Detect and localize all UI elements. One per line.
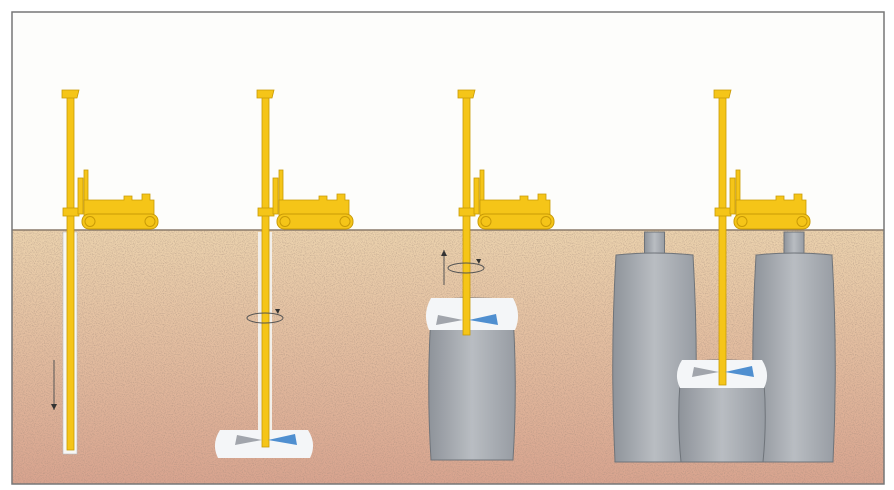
track-wheel	[540, 216, 552, 227]
jet-stream-back	[692, 367, 719, 377]
crawler-track	[276, 213, 354, 230]
mast-support	[473, 177, 480, 215]
mast-support	[77, 177, 84, 215]
up-arrow-icon-head	[441, 250, 447, 256]
drill-rod	[66, 94, 75, 451]
soilcrete-column-right	[752, 231, 836, 463]
jet-stream-icon	[469, 314, 498, 325]
drill-rig-stage-4	[713, 89, 811, 386]
crawler-track	[81, 213, 159, 230]
rotation-arrow-icon	[246, 312, 284, 324]
mast-support	[272, 177, 279, 215]
soilcrete-column-left	[612, 231, 697, 463]
crawler-track	[477, 213, 555, 230]
rod-head	[457, 89, 476, 99]
track-wheel	[84, 216, 96, 227]
soilcrete-column	[752, 252, 836, 463]
track-wheel	[144, 216, 156, 227]
rod-head	[61, 89, 80, 99]
track-wheel	[796, 216, 808, 227]
drill-rig-stage-2	[256, 89, 354, 448]
jet-stream-back	[436, 315, 463, 325]
rotation-arrow-icon	[447, 262, 485, 274]
jet-stream-icon	[725, 366, 754, 377]
jet-stream-back	[235, 435, 262, 445]
mast-support	[729, 177, 736, 215]
down-arrow-icon-head	[51, 404, 57, 410]
rod-clamp	[62, 207, 80, 217]
drill-rig-stage-3	[457, 89, 555, 336]
drill-rig-stage-1	[61, 89, 159, 451]
grout-cap	[425, 298, 519, 330]
rod-head	[713, 89, 732, 99]
drill-rod	[718, 94, 727, 386]
frame-border	[11, 11, 885, 485]
rod-clamp	[458, 207, 476, 217]
rod-clamp	[714, 207, 732, 217]
drill-rod	[261, 94, 270, 448]
rod-clamp	[257, 207, 275, 217]
track-wheel	[736, 216, 748, 227]
jet-stream-icon	[268, 434, 297, 445]
crawler-track	[733, 213, 811, 230]
track-wheel	[279, 216, 291, 227]
track-wheel	[339, 216, 351, 227]
track-wheel	[480, 216, 492, 227]
rod-head	[256, 89, 275, 99]
